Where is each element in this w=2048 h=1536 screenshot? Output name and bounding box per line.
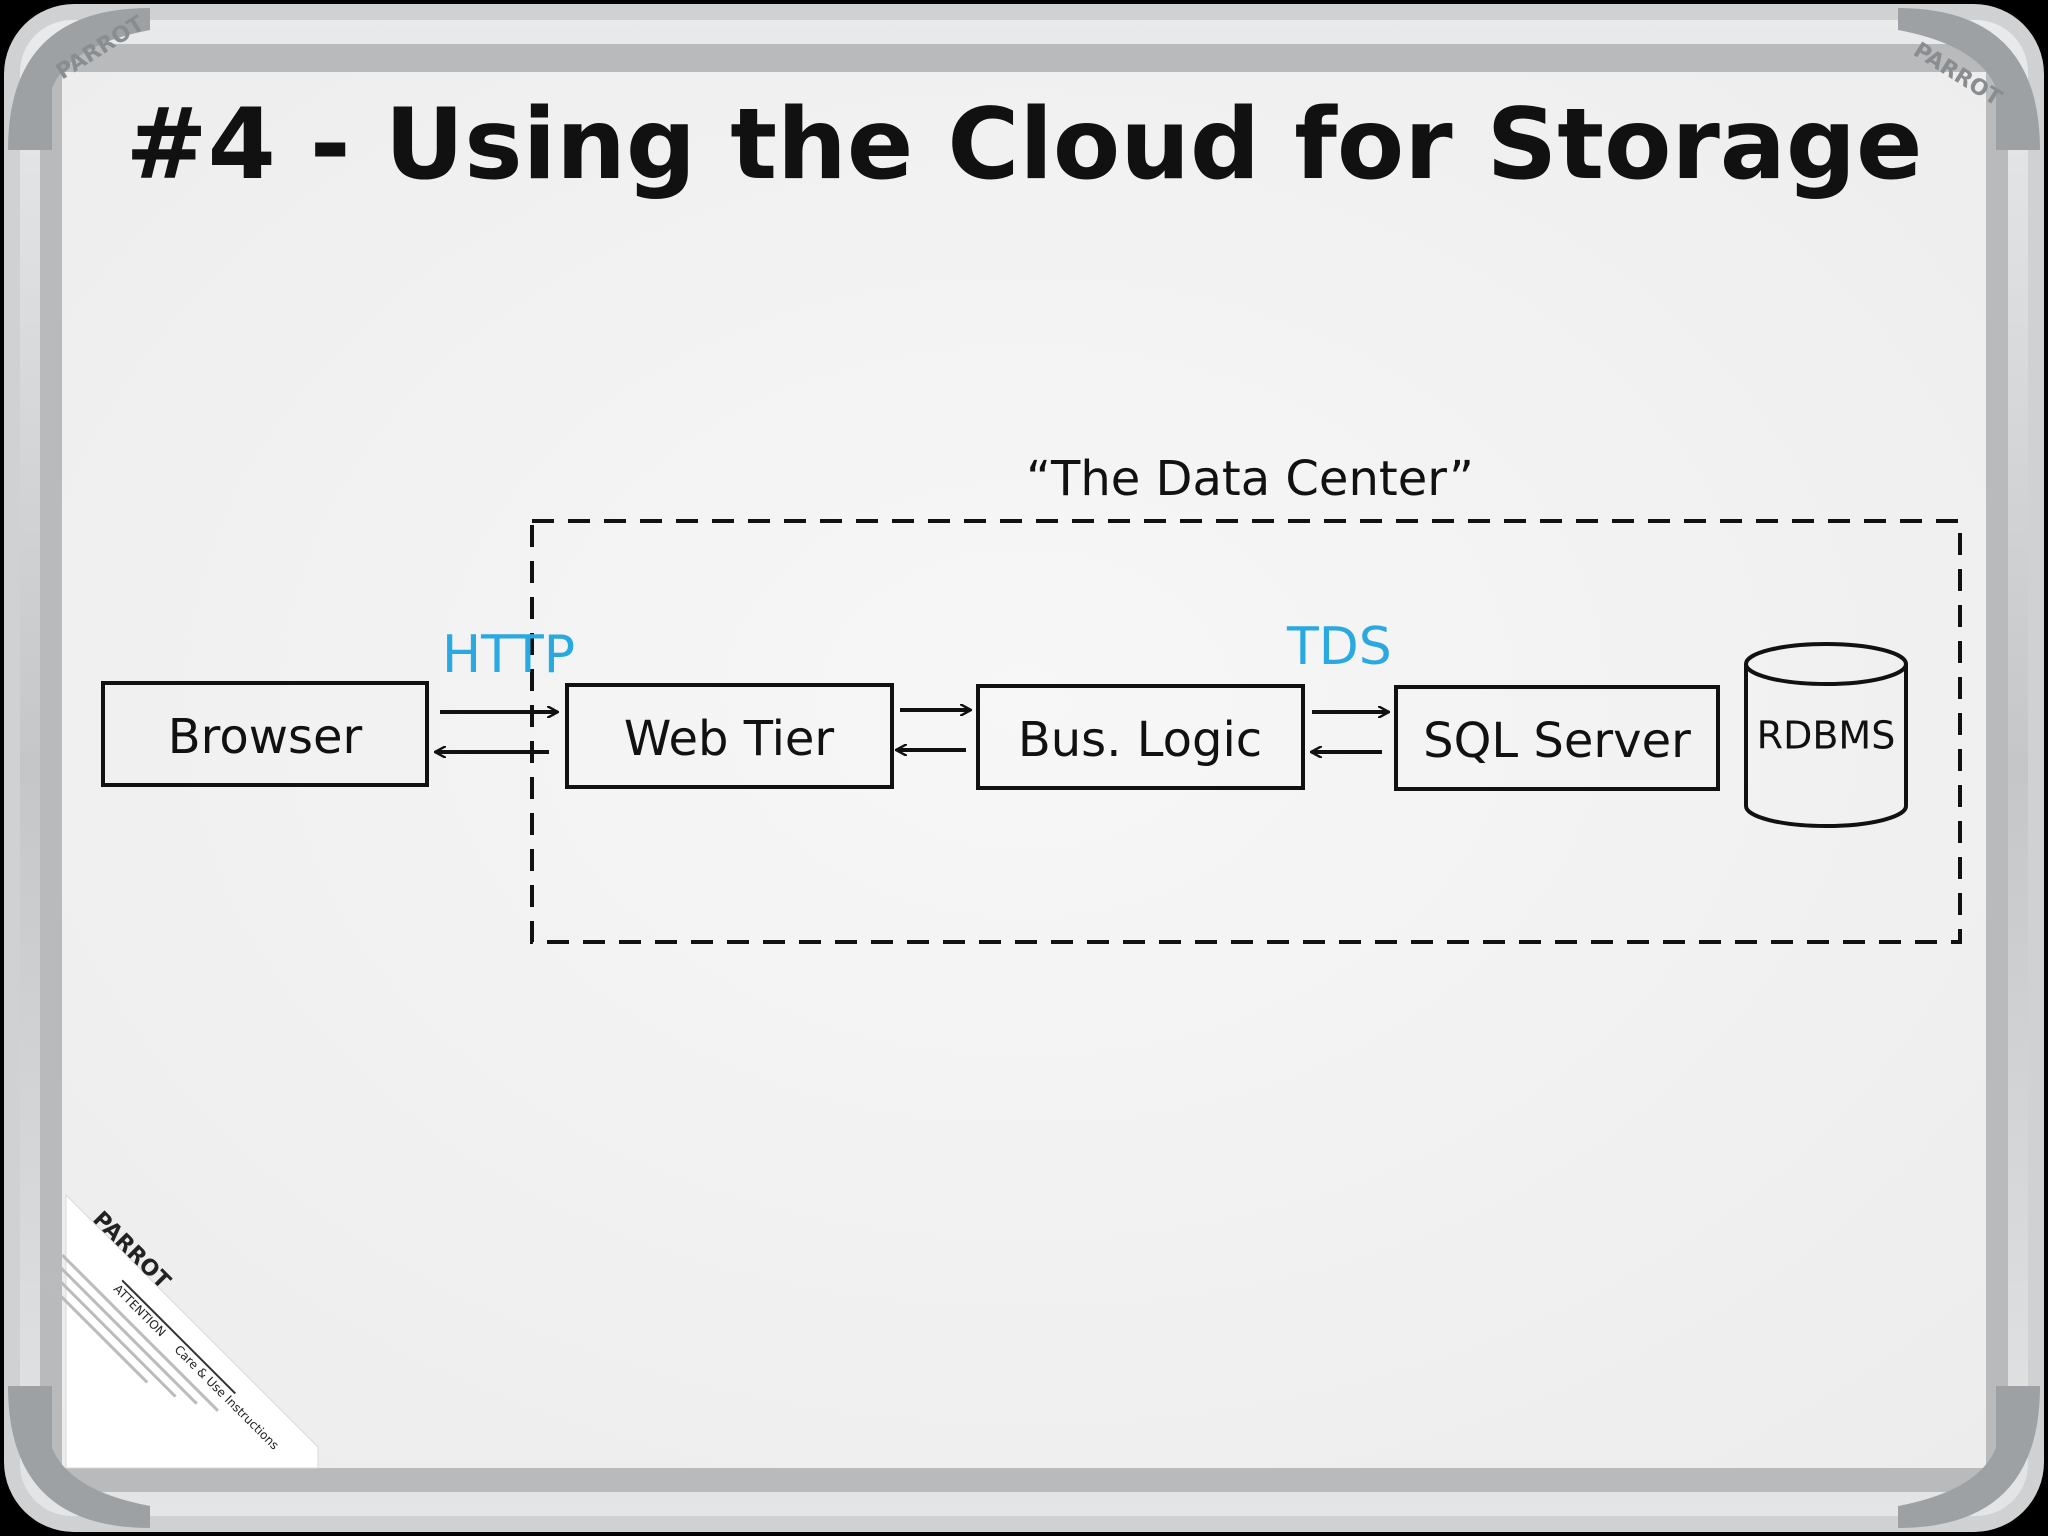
tds-label: TDS — [1286, 617, 1392, 677]
rdbms-label: RDBMS — [1757, 714, 1896, 758]
page-title: #4 - Using the Cloud for Storage — [125, 88, 1922, 202]
corner-cap-bottom-right — [1898, 1386, 2040, 1528]
corner-cap-top-right — [1898, 8, 2040, 150]
web-tier-label: Web Tier — [624, 711, 835, 767]
browser-label: Browser — [168, 709, 363, 765]
sql-server-node: SQL Server — [1394, 685, 1720, 791]
corner-cap-bottom-left — [8, 1386, 150, 1528]
corner-cap-top-left — [8, 8, 150, 150]
bus-logic-label: Bus. Logic — [1018, 712, 1262, 768]
web-tier-node: Web Tier — [565, 683, 894, 789]
sql-server-label: SQL Server — [1423, 713, 1691, 769]
data-center-label: “The Data Center” — [1026, 451, 1474, 507]
browser-node: Browser — [101, 681, 429, 787]
bus-logic-node: Bus. Logic — [976, 684, 1305, 790]
manufacturer-sticker: PARROT ATTENTION Care & Use Instructions — [40, 1193, 319, 1469]
whiteboard-frame: PARROT PARROT — [4, 4, 2044, 1532]
data-center-boundary — [530, 519, 1962, 944]
rdbms-cylinder: RDBMS — [1744, 642, 1908, 828]
board-surface — [62, 72, 1986, 1468]
http-label: HTTP — [442, 625, 575, 685]
